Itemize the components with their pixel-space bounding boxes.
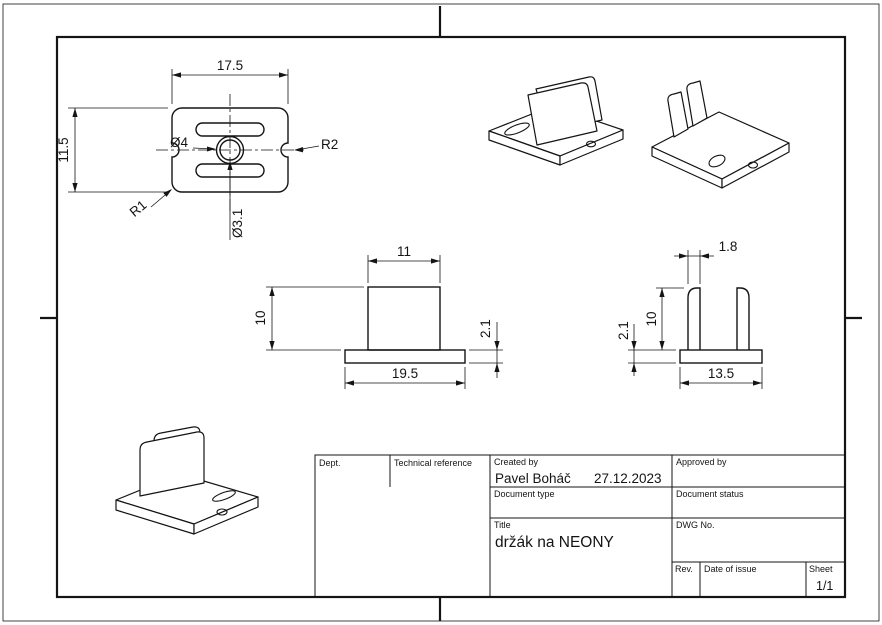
dim-label-notch-radius: R2 [321,137,338,152]
created-by-value: Pavel Boháč [495,471,571,486]
side-base [679,349,763,364]
date-of-issue-label: Date of issue [704,564,757,574]
dim-hole-inner: Ø3.1 [227,161,245,240]
dim-label-top-width: 17.5 [217,58,243,73]
dim-label-front-top-width: 11 [397,244,411,259]
dim-label-side-base-thickness: 2.1 [616,321,631,340]
sheet-value: 1/1 [816,579,833,593]
title-block: Dept. Technical reference Created by Pav… [314,454,846,598]
side-view: 1.8 2.1 10 13.5 [616,239,763,389]
dim-label-top-height: 11.5 [56,137,71,162]
dim-label-hole-inner: Ø3.1 [230,209,245,238]
dim-label-side-base-width: 13.5 [708,366,734,381]
iso-view-bottom-left [115,426,259,535]
title-block-border [314,454,846,598]
front-upright [367,286,441,351]
approved-by-label: Approved by [676,457,727,467]
front-view: 11 10 2.1 19.5 [253,244,503,389]
created-date-value: 27.12.2023 [594,471,662,486]
technical-reference-label: Technical reference [394,458,472,468]
document-type-label: Document type [494,489,555,499]
iso3-base-right [193,496,259,535]
iso2-front-prong [667,91,689,138]
dim-label-side-prong-width: 1.8 [719,239,738,254]
iso2-plate-right [721,142,790,189]
iso3-slot [212,490,236,502]
dim-front-base-width: 19.5 [344,366,466,389]
document-status-label: Document status [676,489,744,499]
iso1-edge-notch [585,140,597,148]
dept-label: Dept. [319,458,341,468]
title-label: Title [494,520,511,530]
drawing-title-value: držák na NEONY [495,534,614,551]
dwg-no-label: DWG No. [676,520,715,530]
iso1-base-right [559,129,624,166]
side-left-prong [687,287,701,350]
iso2-back-prong [686,80,708,127]
iso1-front-prong [527,82,598,146]
dim-label-front-base-width: 19.5 [392,366,418,381]
dim-label-front-base-thickness: 2.1 [478,319,493,338]
dim-hole-outer: Ø4 [170,135,216,152]
drawing-frame [2,3,880,622]
dim-fillet-radius: R1 [127,189,172,220]
dim-label-front-height: 10 [253,310,268,325]
rev-label: Rev. [675,564,693,574]
created-by-label: Created by [494,457,539,467]
iso3-edge-notch [216,508,228,516]
dim-label-side-height: 10 [644,311,659,326]
iso-view-front-left [488,76,624,166]
iso2-edge-notch [747,161,759,169]
top-view-outline [171,107,289,193]
dim-front-top-width: 11 [367,244,441,283]
dim-side-base-thickness: 2.1 [616,321,676,376]
sheet-label: Sheet [809,564,833,574]
sheet-outer-border [2,3,880,622]
dim-top-width: 17.5 [171,58,289,104]
top-view: 17.5 11.5 Ø4 R2 R1 Ø3.1 [56,58,338,240]
dim-top-height: 11.5 [56,107,168,193]
side-right-prong [736,287,750,350]
iso-view-top-right [651,80,790,189]
dim-label-fillet-radius: R1 [127,197,150,220]
iso3-front-prong [139,431,205,497]
dim-side-prong-width: 1.8 [674,239,737,284]
front-base [344,349,466,364]
dim-notch-radius: R2 [294,137,338,153]
iso2-hole [708,154,726,168]
dim-side-height: 10 [644,287,684,350]
dim-front-height: 10 [253,286,364,351]
dim-label-hole-outer: Ø4 [170,135,189,150]
dim-front-base-thickness: 2.1 [469,319,503,378]
dim-side-base-width: 13.5 [679,366,763,389]
iso1-slot [504,122,530,136]
